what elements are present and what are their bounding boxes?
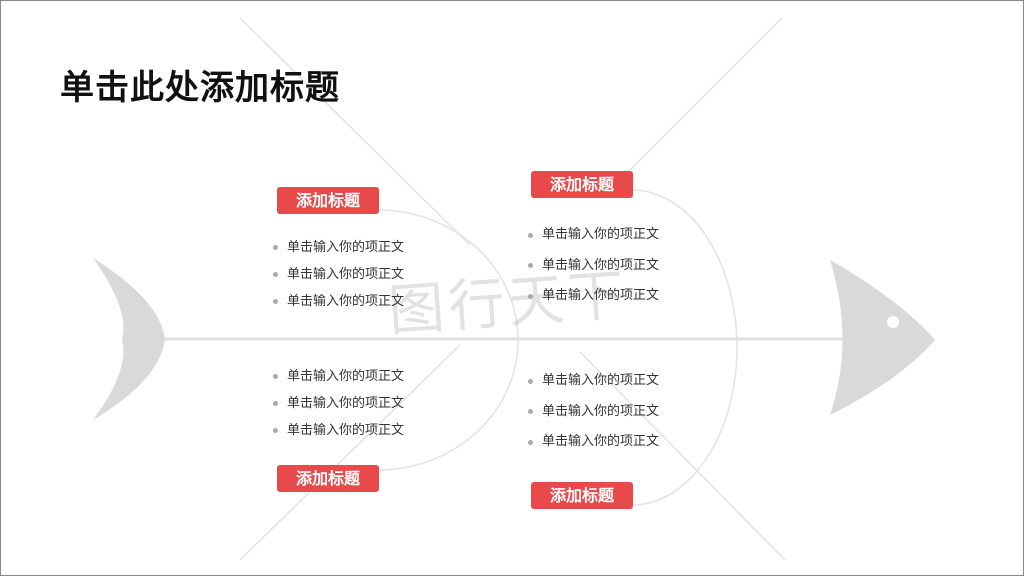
bullet-icon [273,299,278,304]
list-item[interactable]: 单击输入你的项正文 [528,251,659,282]
item-text: 单击输入你的项正文 [542,227,660,242]
item-text: 单击输入你的项正文 [542,434,660,449]
item-text: 单击输入你的项正文 [542,403,660,419]
list-item[interactable]: 单击输入你的项正文 [273,417,404,444]
list-item[interactable]: 单击输入你的项正文 [273,363,404,390]
section-tag[interactable]: 添加标题 [531,482,633,509]
list-item[interactable]: 单击输入你的项正文 [528,427,659,458]
list-item[interactable]: 单击输入你的项正文 [528,366,659,397]
item-text: 单击输入你的项正文 [287,240,405,255]
list-item[interactable]: 单击输入你的项正文 [528,397,659,428]
bullet-list: 单击输入你的项正文 单击输入你的项正文 单击输入你的项正文 [528,220,659,312]
bullet-icon [273,272,278,277]
list-item[interactable]: 单击输入你的项正文 [273,390,404,417]
bullet-list: 单击输入你的项正文 单击输入你的项正文 单击输入你的项正文 [273,363,404,444]
bullet-icon [273,245,278,250]
list-item[interactable]: 单击输入你的项正文 [273,261,404,288]
bone-line [609,17,783,191]
section-tag[interactable]: 添加标题 [277,187,379,214]
bullet-icon [273,374,278,379]
item-text: 单击输入你的项正文 [287,267,405,282]
bullet-icon [528,439,533,445]
fish-eye-icon [887,316,899,328]
bullet-icon [528,378,533,384]
rib-arc [631,189,738,506]
item-text: 单击输入你的项正文 [287,294,405,309]
list-item[interactable]: 单击输入你的项正文 [528,220,659,251]
section-tag[interactable]: 添加标题 [277,465,379,492]
bullet-list: 单击输入你的项正文 单击输入你的项正文 单击输入你的项正文 [528,366,659,458]
page-title[interactable]: 单击此处添加标题 [60,68,340,108]
item-text: 单击输入你的项正文 [542,257,660,273]
bullet-icon [528,409,533,415]
bullet-icon [528,263,533,269]
item-text: 单击输入你的项正文 [542,288,660,303]
fish-tail-icon [93,258,165,420]
bone-line [579,351,786,561]
fish-head-icon [830,260,935,415]
item-text: 单击输入你的项正文 [542,373,660,388]
bullet-list: 单击输入你的项正文 单击输入你的项正文 单击输入你的项正文 [273,234,404,315]
list-item[interactable]: 单击输入你的项正文 [273,234,404,261]
item-text: 单击输入你的项正文 [287,396,405,411]
list-item[interactable]: 单击输入你的项正文 [528,281,659,312]
bullet-icon [273,401,278,406]
bone-line [239,17,471,246]
item-text: 单击输入你的项正文 [287,423,405,438]
bone-line [239,344,461,561]
list-item[interactable]: 单击输入你的项正文 [273,288,404,315]
section-tag[interactable]: 添加标题 [531,171,633,198]
item-text: 单击输入你的项正文 [287,369,405,384]
bullet-icon [528,232,533,238]
bullet-icon [528,293,533,299]
bullet-icon [273,428,278,433]
